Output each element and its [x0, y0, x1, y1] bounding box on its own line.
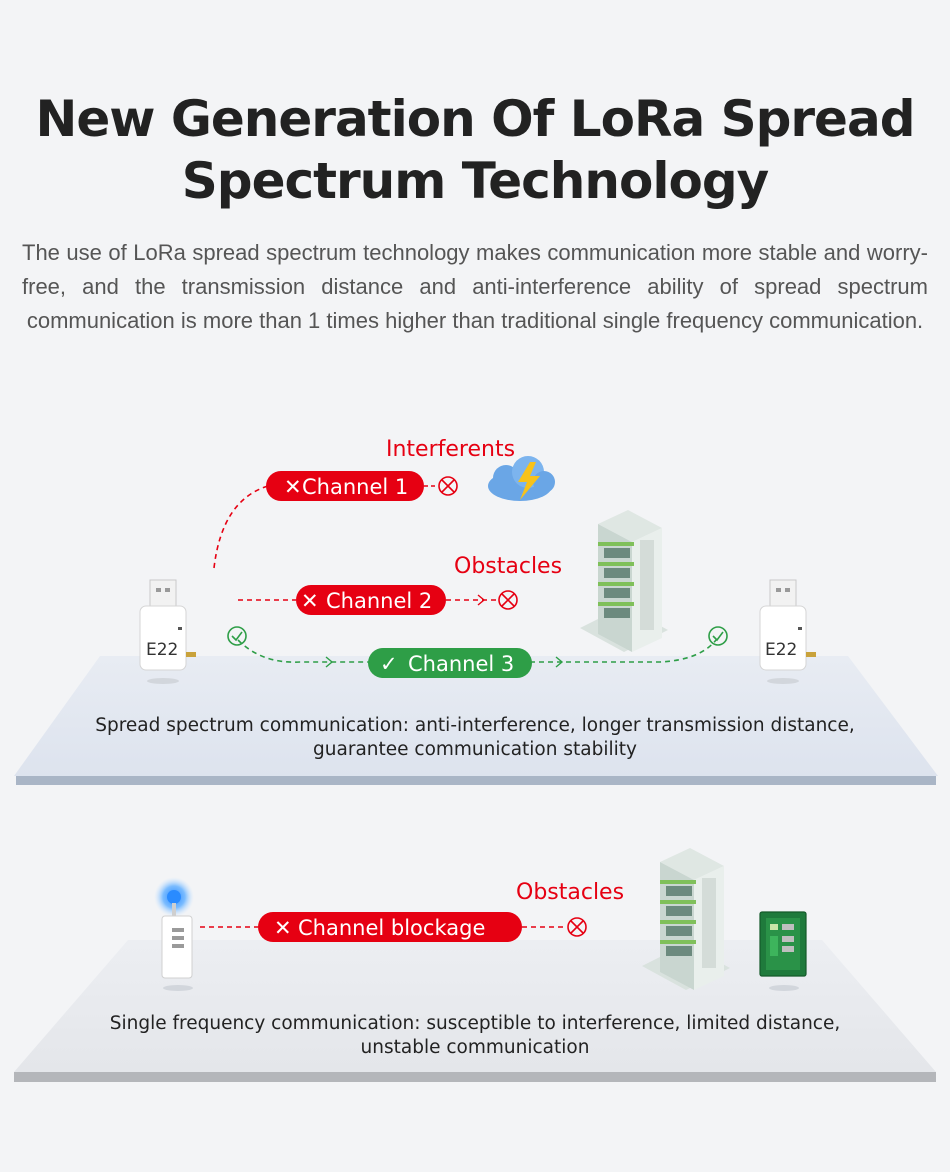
- channel3-pill: ✓ Channel 3: [368, 648, 532, 678]
- check-icon: [227, 626, 247, 646]
- channel3-label: Channel 3: [408, 652, 514, 676]
- blocked-icon: [438, 476, 458, 496]
- channel1-pill: ✕ Channel 1: [266, 471, 424, 501]
- device-left-label: E22: [146, 640, 178, 660]
- blocked-icon: [498, 590, 518, 610]
- spread-caption: Spread spectrum communication: anti-inte…: [95, 715, 855, 760]
- building-icon: [580, 510, 668, 652]
- e22-device-left: E22: [139, 579, 196, 684]
- receiver-board: [759, 911, 807, 991]
- interferents-label: Interferents: [386, 437, 515, 462]
- cross-icon: ✕: [274, 916, 292, 940]
- obstacles-label: Obstacles: [454, 554, 562, 579]
- cross-icon: ✕: [284, 475, 302, 499]
- cross-icon: ✕: [301, 589, 319, 613]
- page-title: New Generation Of LoRa Spread Spectrum T…: [35, 90, 915, 210]
- channel1-label: Channel 1: [302, 475, 408, 499]
- single-obstacles-label: Obstacles: [516, 880, 624, 905]
- transmitter-device: [154, 877, 194, 991]
- blocked-icon: [567, 917, 587, 937]
- single-caption: Single frequency communication: suscepti…: [109, 1013, 841, 1058]
- building-icon: [642, 848, 730, 990]
- channel-blockage-pill: ✕ Channel blockage: [258, 912, 522, 942]
- channel-blockage-label: Channel blockage: [298, 916, 485, 940]
- spread-platform: [14, 656, 938, 785]
- channel2-pill: ✕ Channel 2: [296, 585, 446, 615]
- check-mark-icon: ✓: [380, 652, 398, 676]
- cloud-lightning-icon: [488, 456, 555, 501]
- e22-device-right: E22: [759, 579, 816, 684]
- page-description: The use of LoRa spread spectrum technolo…: [22, 240, 928, 333]
- channel1-path: [213, 485, 269, 569]
- channel2-label: Channel 2: [326, 589, 432, 613]
- check-icon: [708, 626, 728, 646]
- device-right-label: E22: [765, 640, 797, 660]
- channel3-path: [237, 639, 370, 663]
